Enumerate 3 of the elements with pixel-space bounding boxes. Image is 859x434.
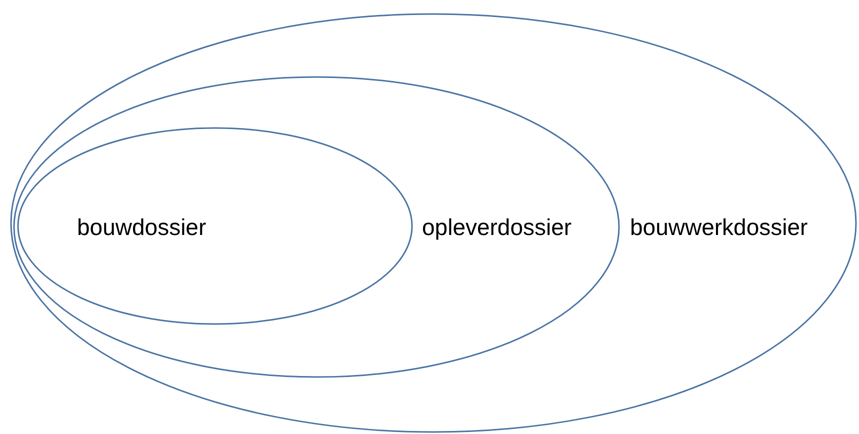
set-label: bouwwerkdossier	[630, 216, 808, 239]
set-label: opleverdossier	[422, 216, 572, 239]
set-label: bouwdossier	[77, 216, 206, 239]
